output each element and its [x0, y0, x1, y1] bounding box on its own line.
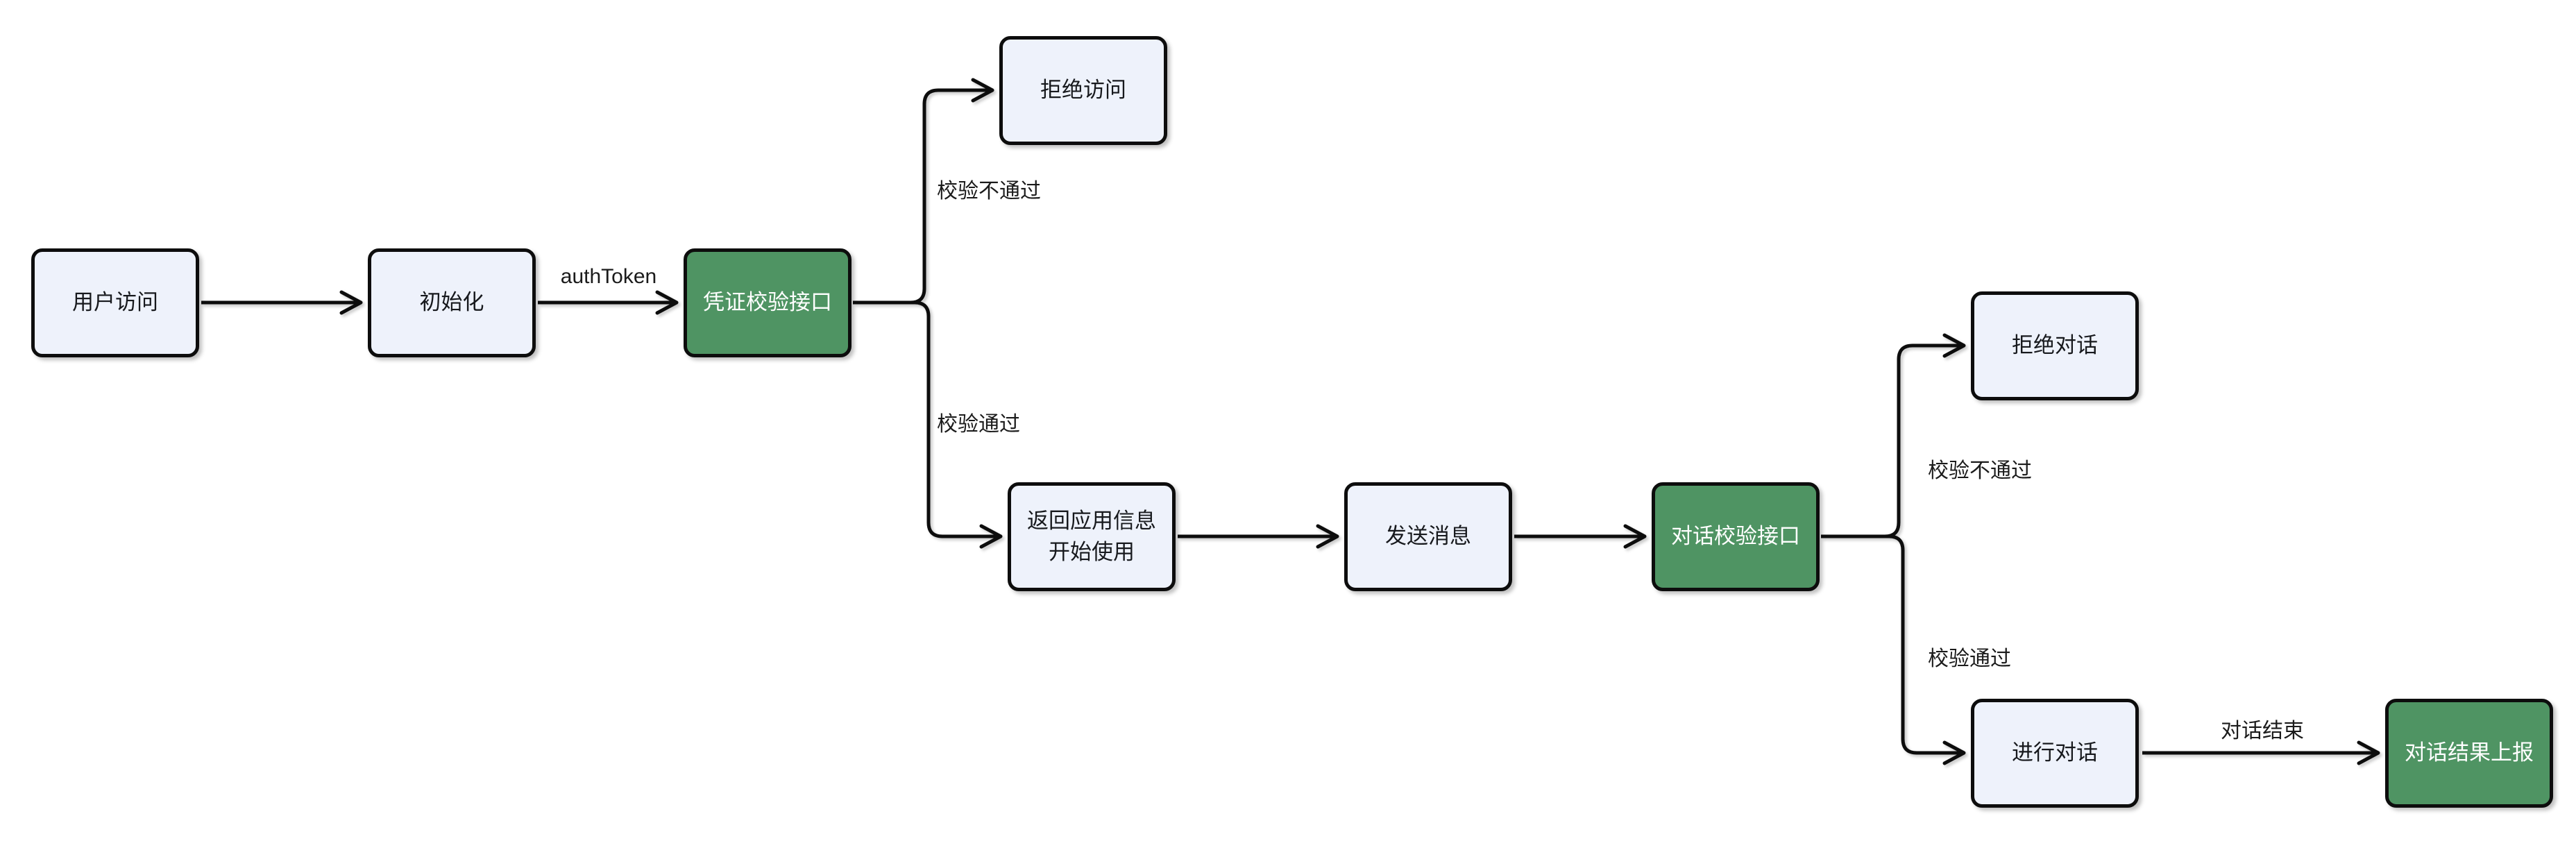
edge-credential-check-to-return-app-info [853, 300, 1003, 549]
node-dialog-check-api-label: 对话校验接口 [1671, 524, 1800, 549]
node-init: 初始化 [368, 248, 536, 357]
edge-label-dialog-check-pass: 校验通过 [1928, 647, 2011, 670]
node-do-dialog: 进行对话 [1971, 699, 2139, 808]
edge-label-credential-check-pass: 校验通过 [937, 413, 1020, 436]
node-user-access: 用户访问 [31, 248, 199, 357]
node-user-access-label: 用户访问 [72, 290, 158, 315]
edge-label-auth-token: authToken [560, 265, 657, 288]
node-return-app-info-label: 返回应用信息 开始使用 [1027, 509, 1156, 564]
node-deny-access-label: 拒绝访问 [1040, 78, 1126, 103]
node-deny-dialog-label: 拒绝对话 [2012, 333, 2098, 358]
edge-label-dialog-check-fail: 校验不通过 [1928, 459, 2032, 482]
edge-dialog-check-to-deny-dialog [1821, 333, 1966, 538]
node-send-message: 发送消息 [1344, 482, 1512, 591]
node-return-app-info: 返回应用信息 开始使用 [1008, 482, 1176, 591]
node-dialog-result-report: 对话结果上报 [2385, 699, 2553, 808]
edge-label-credential-check-fail: 校验不通过 [937, 180, 1041, 203]
node-do-dialog-label: 进行对话 [2012, 740, 2098, 765]
edge-dialog-check-to-do-dialog [1821, 534, 1966, 765]
node-deny-access: 拒绝访问 [999, 36, 1167, 145]
node-deny-dialog: 拒绝对话 [1971, 291, 2139, 400]
node-init-label: 初始化 [419, 290, 484, 315]
node-send-message-label: 发送消息 [1385, 524, 1471, 549]
node-dialog-check-api: 对话校验接口 [1652, 482, 1820, 591]
node-dialog-result-report-label: 对话结果上报 [2405, 740, 2534, 765]
node-credential-check-api-label: 凭证校验接口 [703, 290, 832, 315]
node-credential-check-api: 凭证校验接口 [684, 248, 851, 357]
edge-label-dialog-end: 对话结束 [2221, 720, 2304, 742]
